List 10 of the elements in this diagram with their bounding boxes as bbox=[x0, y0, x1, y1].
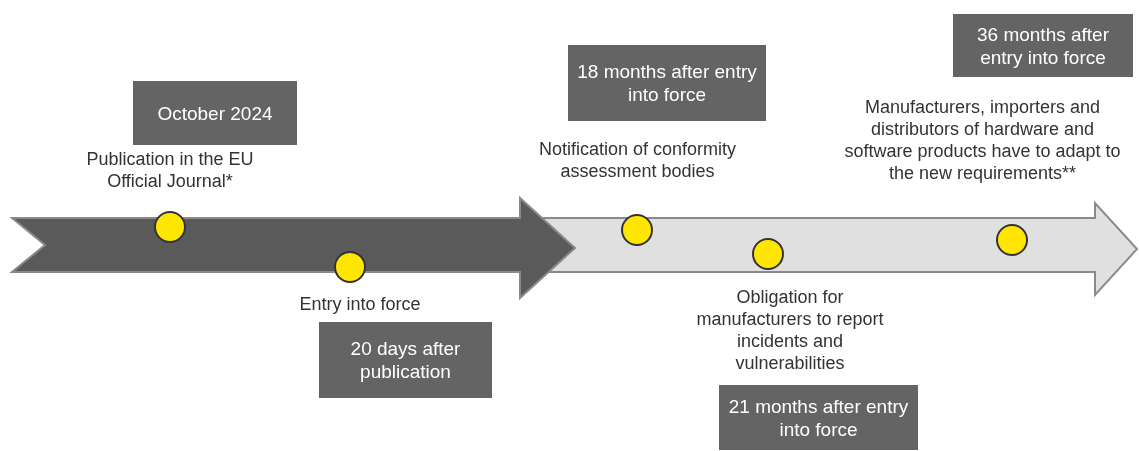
date-box: 36 months after entry into force bbox=[953, 14, 1133, 77]
event-description: Entry into force bbox=[298, 293, 422, 315]
event-description: Manufacturers, importers and distributors of hardware and software products have to adapt to the new requirements** bbox=[843, 96, 1122, 184]
date-box: 21 months after entry into force bbox=[719, 385, 918, 450]
event-description: Obligation for manufacturers to report incidents and vulnerabilities bbox=[695, 286, 885, 374]
event-description: Publication in the EU Official Journal* bbox=[85, 148, 255, 192]
date-box: 18 months after entry into force bbox=[568, 45, 766, 121]
event-description: Notification of conformity assessment bodies bbox=[537, 138, 738, 182]
date-box: October 2024 bbox=[133, 81, 297, 145]
date-box: 20 days after publication bbox=[319, 322, 492, 398]
